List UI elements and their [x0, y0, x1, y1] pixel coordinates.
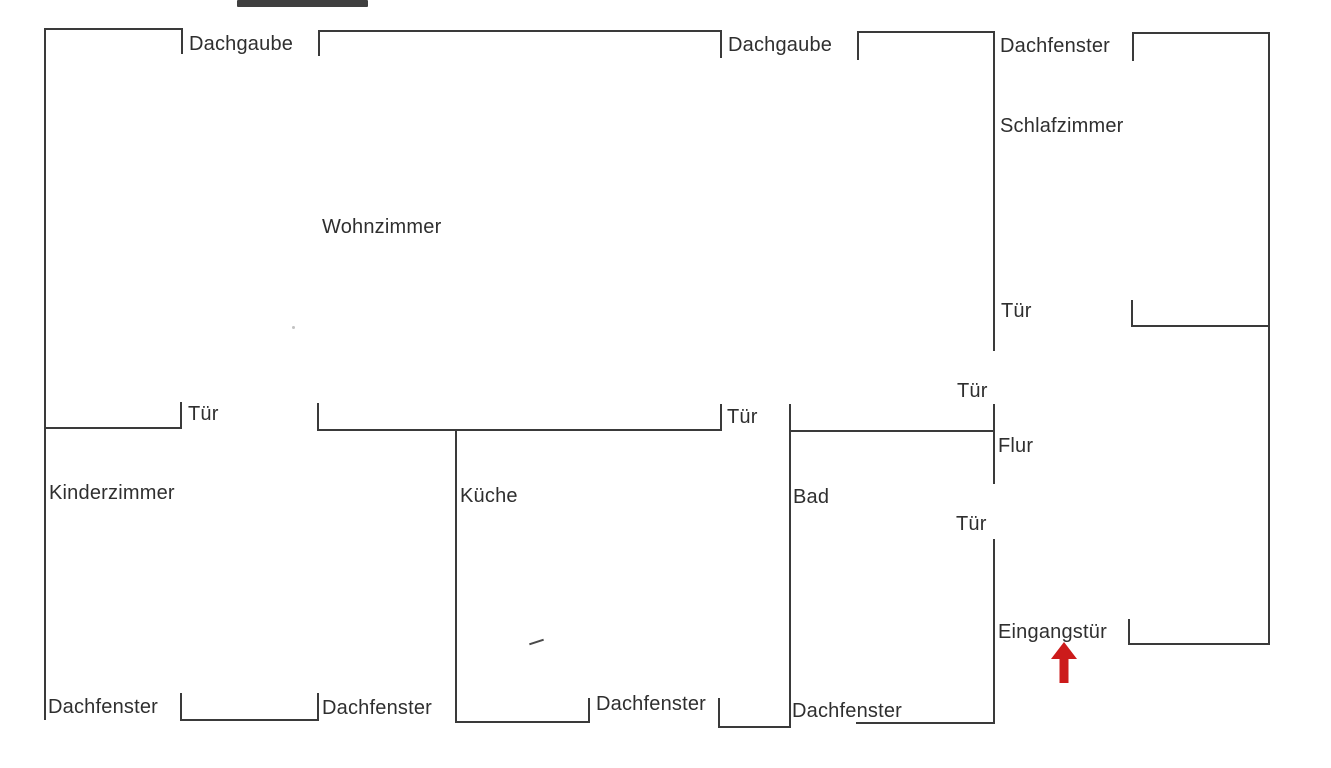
room-label-wohnzimmer: Wohnzimmer — [322, 216, 442, 238]
wall-far-right-outer — [1268, 32, 1270, 645]
wall-main-right-upper — [993, 31, 995, 351]
room-label-flur: Flur — [998, 435, 1034, 457]
wall-interior-kinderzimmer — [44, 427, 181, 429]
label-dachfenster-unten-2: Dachfenster — [322, 697, 433, 719]
wall-top-right-a — [857, 31, 995, 33]
label-dachfenster-unten-1: Dachfenster — [48, 696, 159, 718]
redacted-text-bar — [237, 0, 368, 7]
wall-bottom-entry — [1128, 643, 1269, 645]
stray-pen-mark — [529, 638, 544, 646]
tick-dachgaube1-right — [318, 30, 320, 56]
wall-kueche-left — [455, 429, 457, 723]
tick-bottom-seg2-right — [588, 698, 590, 723]
tick-dachgaube2-right — [857, 31, 859, 60]
label-tuer-flur-oben: Tür — [957, 380, 988, 402]
label-dachgaube-1: Dachgaube — [189, 33, 294, 55]
room-label-bad: Bad — [793, 486, 830, 508]
tick-bottom-seg1-right — [317, 693, 319, 721]
room-label-schlafzimmer: Schlafzimmer — [1000, 115, 1124, 137]
wall-top-right-b — [1132, 32, 1270, 34]
wall-flur-stub — [993, 404, 995, 484]
entrance-arrow-icon — [1051, 642, 1077, 683]
wall-interior-kueche — [317, 429, 721, 431]
wall-main-right-lower — [993, 539, 995, 724]
label-dachfenster-unten-3: Dachfenster — [596, 693, 707, 715]
label-eingangstuer: Eingangstür — [998, 621, 1107, 643]
label-tuer-schlafzimmer: Tür — [1001, 300, 1032, 322]
tick-tuer-kinderzimmer-left — [180, 402, 182, 429]
tick-tuer-kueche — [720, 404, 722, 431]
label-dachfenster-top: Dachfenster — [1000, 35, 1111, 57]
room-label-kueche: Küche — [460, 485, 518, 507]
tick-dachfenster-top — [1132, 32, 1134, 61]
tick-dachgaube2-left — [720, 30, 722, 58]
wall-top-left — [44, 28, 183, 30]
wall-top-middle — [318, 30, 722, 32]
wall-left-outer — [44, 28, 46, 720]
tick-bottom-seg3-left — [718, 698, 720, 728]
wall-bottom-seg-4 — [856, 722, 995, 724]
label-tuer-kueche: Tür — [727, 406, 758, 428]
wall-interior-bad — [789, 430, 995, 432]
label-tuer-kinderzimmer: Tür — [188, 403, 219, 425]
wall-bottom-seg-3 — [718, 726, 791, 728]
tick-tuer-kinderzimmer-right — [317, 403, 319, 431]
tick-eingangstuer — [1128, 619, 1130, 645]
label-dachgaube-2: Dachgaube — [728, 34, 833, 56]
tick-schlafzimmer-door — [1131, 300, 1133, 327]
wall-bad-left — [789, 404, 791, 728]
tick-bottom-seg1-left — [180, 693, 182, 721]
faint-speck — [292, 326, 295, 329]
tick-dachgaube1-left — [181, 28, 183, 54]
wall-schlafzimmer-door — [1131, 325, 1269, 327]
wall-bottom-seg-2 — [455, 721, 589, 723]
wall-bottom-seg-1 — [180, 719, 318, 721]
room-label-kinderzimmer: Kinderzimmer — [49, 482, 175, 504]
label-dachfenster-unten-4: Dachfenster — [792, 700, 903, 722]
label-tuer-flur-unten: Tür — [956, 513, 987, 535]
